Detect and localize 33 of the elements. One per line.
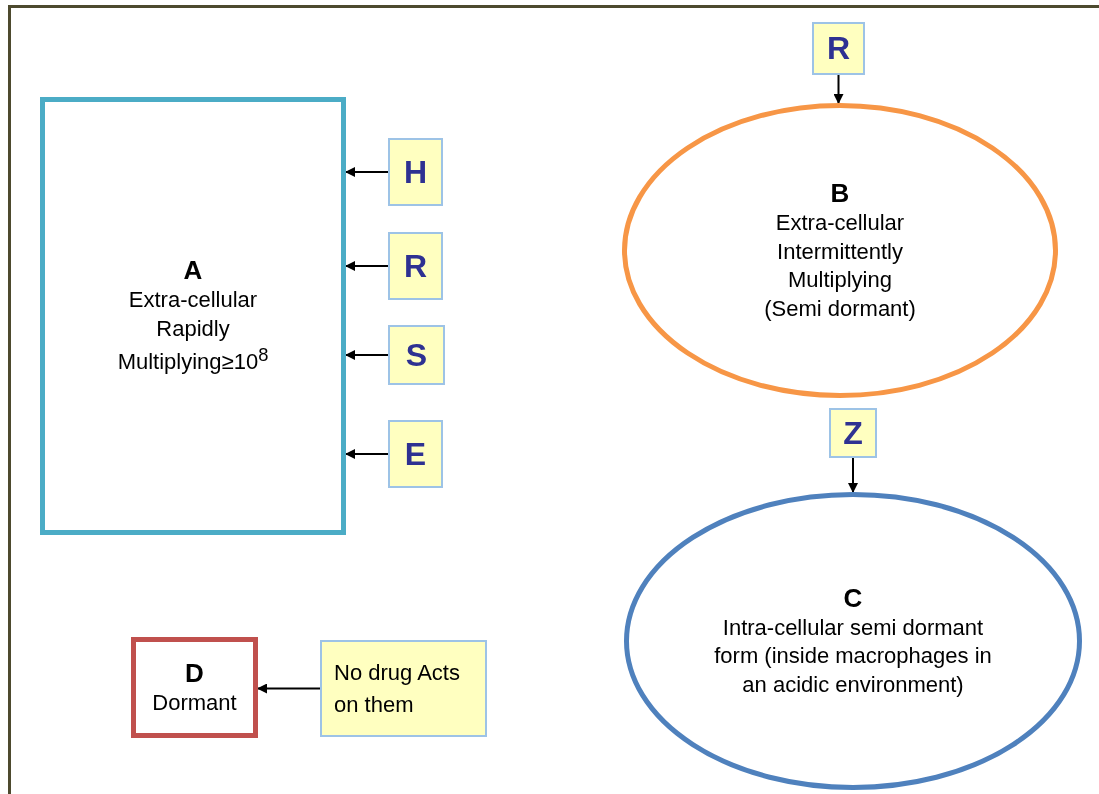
drug-letter: Z [843, 414, 863, 452]
arrow [345, 261, 389, 271]
node-letter: C [843, 582, 863, 614]
node-description: Extra-cellular Rapidly Multiplying≥10$^{8}$ [116, 286, 270, 377]
drug-label-box [829, 408, 877, 458]
node-description: Extra-cellular Intermittently Multiplying (Semi dormant) [763, 208, 917, 323]
drug-label-box [388, 232, 443, 300]
process-box [131, 637, 258, 738]
drug-letter: R [826, 30, 851, 67]
arrow [345, 449, 389, 459]
drug-label-box [388, 420, 443, 488]
ellipse-node [624, 492, 1082, 790]
drug-letter: E [404, 435, 427, 473]
drug-letter: H [403, 153, 428, 191]
node-letter: D [185, 657, 204, 689]
drug-letter: S [405, 336, 428, 374]
node-letter: A [183, 254, 203, 287]
note-text: No drug Acts on them [334, 658, 461, 719]
note-box [320, 640, 487, 737]
arrow [848, 457, 858, 493]
node-letter: B [830, 177, 850, 209]
drug-label-box [388, 325, 445, 385]
arrow [345, 350, 389, 360]
arrow [833, 74, 844, 104]
ellipse-node [622, 103, 1058, 398]
drug-label-box [812, 22, 865, 75]
drug-label-box [388, 138, 443, 206]
drug-letter: R [403, 247, 428, 285]
node-description: Dormant [151, 688, 238, 717]
arrow [345, 167, 389, 177]
node-description: Intra-cellular semi dormant form (inside macrophages in an acidic environment) [713, 613, 993, 699]
process-box [40, 97, 346, 535]
arrow [257, 683, 321, 694]
